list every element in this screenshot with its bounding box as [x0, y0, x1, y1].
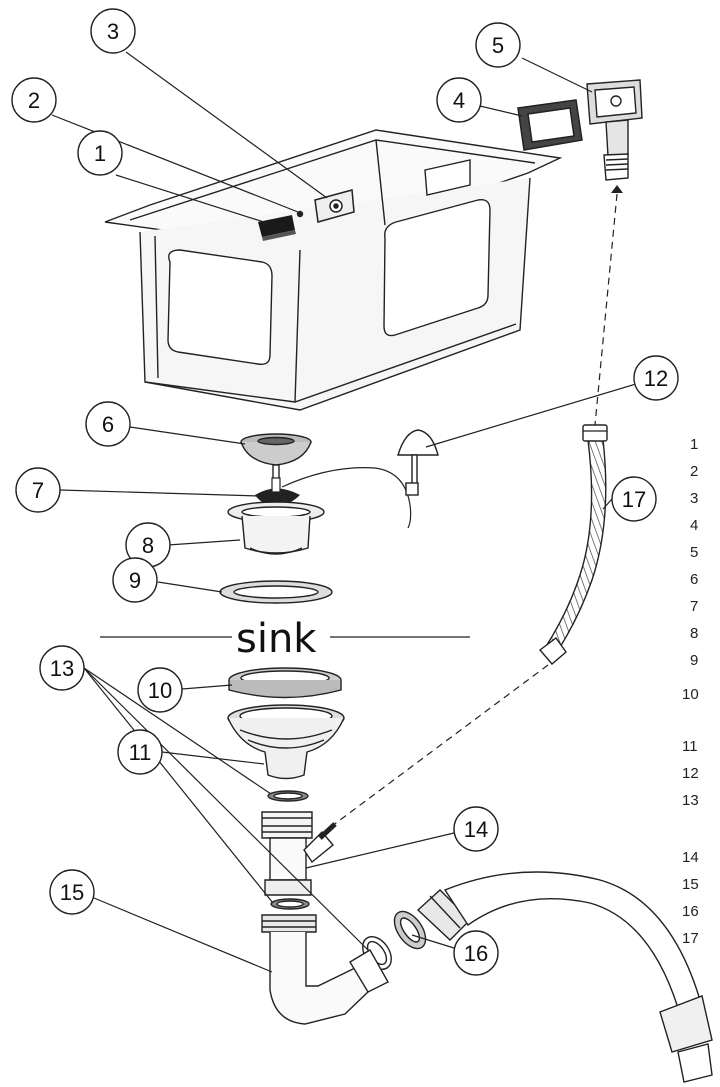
- legend-number: 3: [690, 490, 699, 507]
- legend-number: 14: [682, 849, 699, 866]
- part-8-strainer-body: [227, 501, 325, 555]
- legend-number: 17: [682, 930, 699, 947]
- callout-6: 6: [85, 401, 131, 447]
- dashed-connector-overflow: [594, 193, 618, 426]
- legend-number: 5: [690, 544, 699, 561]
- legend-number: 9: [690, 652, 699, 669]
- svg-text:2: 2: [28, 88, 40, 113]
- legend-number: 8: [690, 625, 699, 642]
- dashed-connector-overflow-hose: [331, 664, 549, 827]
- callout-16: 16: [453, 930, 499, 976]
- legend-number: 6: [690, 571, 699, 588]
- svg-text:4: 4: [453, 88, 465, 113]
- legend-number: 2: [690, 463, 699, 480]
- callout-1: 1: [77, 130, 123, 176]
- svg-text:16: 16: [464, 941, 488, 966]
- svg-text:10: 10: [148, 678, 172, 703]
- callout-17: 17: [611, 476, 657, 522]
- svg-text:3: 3: [107, 19, 119, 44]
- svg-text:15: 15: [60, 880, 84, 905]
- legend-number: 12: [682, 765, 699, 782]
- callout-14: 14: [453, 806, 499, 852]
- callout-4: 4: [436, 77, 482, 123]
- svg-text:12: 12: [644, 366, 668, 391]
- legend-number: 1: [690, 436, 699, 453]
- callout-5: 5: [475, 22, 521, 68]
- part-1-overflow-cover: [258, 215, 296, 241]
- legend-number: 15: [682, 876, 699, 893]
- legend-number: 11: [682, 738, 698, 755]
- callout-13: 13: [39, 645, 85, 691]
- leader-lines: [51, 51, 637, 973]
- part-11-funnel-nut: [227, 704, 345, 780]
- svg-text:8: 8: [142, 533, 154, 558]
- callout-10: 10: [137, 667, 183, 713]
- part-2-screw: [296, 210, 304, 218]
- part-10-rubber-ring: [228, 667, 342, 699]
- part-4-gasket: [517, 99, 583, 151]
- svg-text:9: 9: [129, 568, 141, 593]
- callout-12: 12: [633, 355, 679, 401]
- part-12-popup-knob: [397, 429, 439, 496]
- part-14-tee-tailpiece: [261, 811, 334, 896]
- part-15-u-trap: [261, 914, 389, 1025]
- legend-number: 4: [690, 517, 699, 534]
- callout-11: 11: [117, 729, 163, 775]
- legend-number: 16: [682, 903, 699, 920]
- callout-3: 3: [90, 8, 136, 54]
- svg-text:14: 14: [464, 817, 488, 842]
- svg-text:6: 6: [102, 412, 114, 437]
- svg-text:7: 7: [32, 478, 44, 503]
- svg-text:5: 5: [492, 33, 504, 58]
- legend-number: 13: [682, 792, 699, 809]
- part-17-corrugated-hose: [538, 424, 608, 665]
- callout-7: 7: [15, 467, 61, 513]
- outlet-hose: [416, 871, 713, 1083]
- callout-9: 9: [112, 557, 158, 603]
- callout-15: 15: [49, 869, 95, 915]
- svg-text:1: 1: [94, 141, 106, 166]
- sink-bowl: [104, 129, 563, 411]
- part-16-nut: [393, 910, 427, 950]
- svg-text:11: 11: [129, 740, 152, 765]
- svg-text:17: 17: [622, 487, 646, 512]
- part-5-overflow-outlet: [586, 79, 643, 181]
- callout-2: 2: [11, 77, 57, 123]
- svg-text:13: 13: [50, 656, 74, 681]
- sink-label: sink: [236, 616, 317, 662]
- part-3-overflow-plate: [314, 189, 355, 223]
- legend-number: 7: [690, 598, 699, 615]
- legend-number: 10: [682, 686, 699, 703]
- arrow-up-icon: [611, 185, 623, 193]
- part-9-washer: [219, 580, 333, 604]
- control-cable: [281, 467, 412, 529]
